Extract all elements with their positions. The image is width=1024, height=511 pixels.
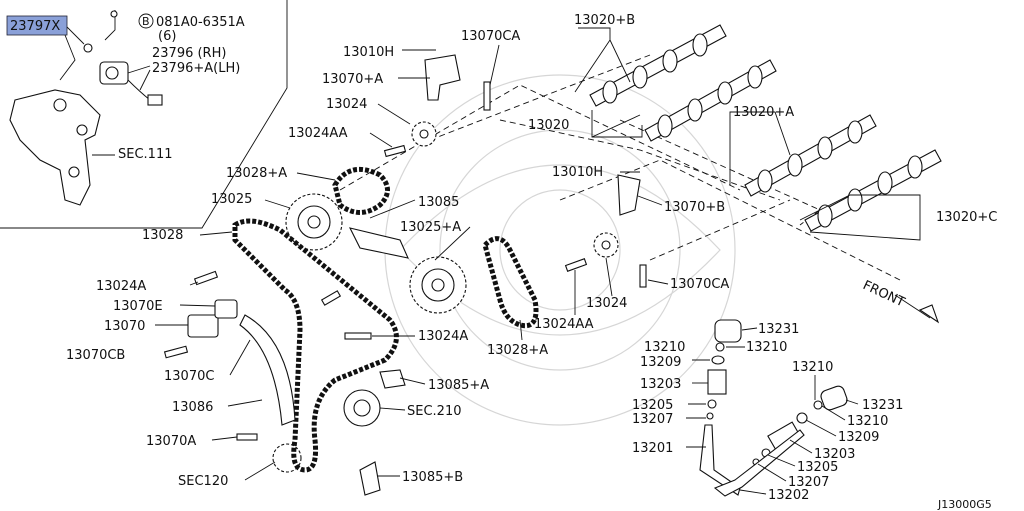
label-13024a-left: 13024A xyxy=(96,279,146,294)
label-13024-mid: 13024 xyxy=(586,296,627,311)
label-13024-top: 13024 xyxy=(326,97,367,112)
valve-train xyxy=(699,319,848,497)
label-13070b: 13070+B xyxy=(664,200,725,215)
sprockets xyxy=(272,121,619,473)
label-13070a-bottom: 13070A xyxy=(146,434,196,449)
label-13028a-top: 13028+A xyxy=(226,166,287,181)
camshaft-13020c xyxy=(804,149,942,232)
label-13231-b: 13231 xyxy=(862,398,903,413)
label-13070c: 13070C xyxy=(164,369,214,384)
label-13085a: 13085+A xyxy=(428,378,489,393)
label-13207-a: 13207 xyxy=(632,412,673,427)
label-13070ca-mid: 13070CA xyxy=(670,277,729,292)
label-front: FRONT xyxy=(860,278,907,310)
label-13231-a: 13231 xyxy=(758,322,799,337)
label-23797x: 23797X xyxy=(10,19,60,34)
label-13210-d: 13210 xyxy=(847,414,888,429)
bolts xyxy=(163,81,647,441)
b-marker xyxy=(138,13,154,29)
label-13070cb: 13070CB xyxy=(66,348,125,363)
inset-parts xyxy=(9,10,163,206)
label-13024aa-mid: 13024AA xyxy=(534,317,594,332)
camshaft-13020 xyxy=(644,59,777,142)
camshaft-13020b xyxy=(589,24,727,107)
label-081a0: 081A0-6351A xyxy=(156,15,245,30)
label-13010h-mid: 13010H xyxy=(552,165,603,180)
label-13020: 13020 xyxy=(528,118,569,133)
label-sec120: SEC120 xyxy=(178,474,228,489)
label-13209-b: 13209 xyxy=(838,430,879,445)
label-13020c: 13020+C xyxy=(936,210,997,225)
label-13209-a: 13209 xyxy=(640,355,681,370)
label-13070a-top: 13070+A xyxy=(322,72,383,87)
label-sec210: SEC.210 xyxy=(407,404,462,419)
camshaft-13020a xyxy=(744,114,877,197)
label-13210-a: 13210 xyxy=(644,340,685,355)
label-081a0-qty: (6) xyxy=(158,29,176,44)
label-13025: 13025 xyxy=(211,192,252,207)
label-13010h-top: 13010H xyxy=(343,45,394,60)
label-13201: 13201 xyxy=(632,441,673,456)
label-13203-a: 13203 xyxy=(640,377,681,392)
label-13086: 13086 xyxy=(172,400,213,415)
part-labels: 13010H 13070CA 13070+A 13024 13024AA 130… xyxy=(66,13,997,511)
label-081a0-prefix: B xyxy=(142,15,150,28)
label-13085: 13085 xyxy=(418,195,459,210)
label-13020a: 13020+A xyxy=(733,105,794,120)
leader-lines xyxy=(155,27,921,495)
label-13207-b: 13207 xyxy=(788,475,829,490)
label-13210-c: 13210 xyxy=(792,360,833,375)
timing-chains xyxy=(232,166,539,473)
label-13028a-bottom: 13028+A xyxy=(487,343,548,358)
label-13205-a: 13205 xyxy=(632,398,673,413)
label-13070ca-top: 13070CA xyxy=(461,29,520,44)
highlight-23797x[interactable] xyxy=(6,15,68,36)
label-13085b: 13085+B xyxy=(402,470,463,485)
label-13203-b: 13203 xyxy=(814,447,855,462)
label-13024a-mid: 13024A xyxy=(418,329,468,344)
label-13070: 13070 xyxy=(104,319,145,334)
label-13024aa-top: 13024AA xyxy=(288,126,348,141)
label-sec111: SEC.111 xyxy=(118,147,173,162)
label-13205-b: 13205 xyxy=(797,460,838,475)
label-13202: 13202 xyxy=(768,488,809,503)
inset-frame xyxy=(0,0,288,229)
label-13025a: 13025+A xyxy=(400,220,461,235)
label-13028: 13028 xyxy=(142,228,183,243)
label-13070e: 13070E xyxy=(113,299,163,314)
diagram-ref-code: J13000G5 xyxy=(937,498,992,511)
label-23796a-lh: 23796+A(LH) xyxy=(152,61,240,76)
label-13020b: 13020+B xyxy=(574,13,635,28)
label-13210-b: 13210 xyxy=(746,340,787,355)
front-arrow-icon xyxy=(894,294,940,324)
label-23796-rh: 23796 (RH) xyxy=(152,46,226,61)
camshafts xyxy=(589,24,942,232)
